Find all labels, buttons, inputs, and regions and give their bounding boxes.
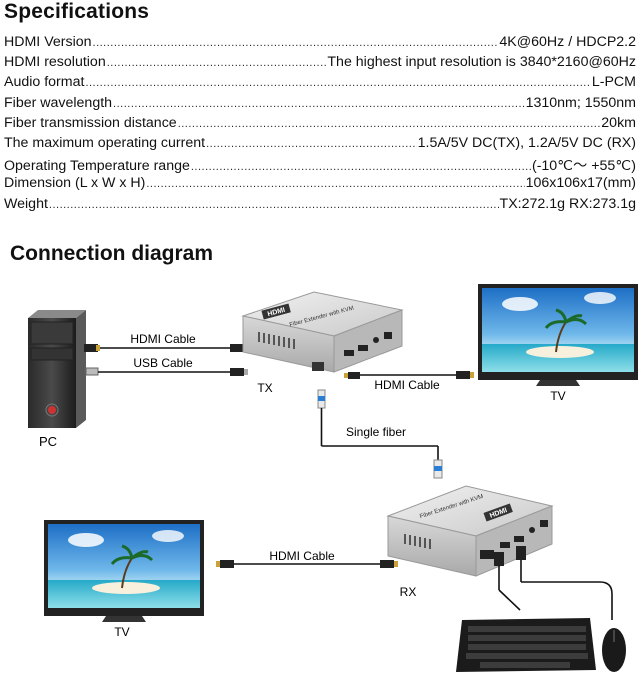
spec-leader-dots [146, 178, 524, 190]
tx-label: TX [257, 381, 272, 395]
spec-leader-dots [113, 98, 525, 110]
spec-label: Fiber wavelength [4, 94, 113, 111]
spec-label: HDMI resolution [4, 54, 106, 71]
spec-leader-dots [206, 138, 417, 150]
spec-row: HDMI Version 4K@60Hz / HDCP2.2 [4, 34, 636, 54]
tv-top-image [478, 284, 638, 386]
hdmi-cable-tx-label: HDMI Cable [374, 378, 440, 392]
tx-extender-image: HDMI Fiber Extender with KVM [241, 291, 404, 373]
tv-bottom-image [44, 520, 204, 622]
spec-label: Operating Temperature range [4, 158, 190, 175]
single-fiber-cable [317, 389, 443, 479]
spec-value: 4K@60Hz / HDCP2.2 [499, 34, 636, 50]
spec-row: HDMI resolution The highest input resolu… [4, 54, 636, 74]
rx-label: RX [400, 585, 417, 599]
rx-extender-image: HDMI Fiber Extender with KVM [386, 485, 554, 577]
spec-row: Operating Temperature range (-10℃～ +55℃) [4, 155, 636, 175]
spec-leader-dots [85, 77, 590, 89]
specifications-title: Specifications [4, 0, 150, 23]
spec-value: The highest input resolution is 3840*216… [327, 54, 636, 71]
single-fiber-label: Single fiber [346, 425, 406, 439]
tv-bottom-label: TV [114, 625, 129, 639]
spec-label: Audio format [4, 74, 85, 91]
spec-row: The maximum operating current 1.5A/5V DC… [4, 135, 636, 155]
spec-leader-dots [93, 37, 499, 49]
hdmi-cable-rx-to-tv [216, 560, 398, 568]
connection-diagram-title: Connection diagram [10, 242, 214, 265]
spec-value: 106x106x17(mm) [525, 175, 636, 192]
spec-label: Dimension (L x W x H) [4, 175, 146, 192]
spec-value: L-PCM [591, 74, 636, 91]
spec-value: 20km [601, 114, 636, 131]
tv-top-label: TV [550, 389, 565, 403]
spec-label: The maximum operating current [4, 134, 206, 151]
spec-label: Weight [4, 195, 48, 212]
specifications-table: HDMI Version 4K@60Hz / HDCP2.2 HDMI reso… [4, 34, 636, 216]
spec-value: 1310nm; 1550nm [525, 94, 636, 111]
keyboard-image [456, 618, 596, 672]
spec-label: HDMI Version [4, 34, 92, 50]
hdmi-cable-pc-label: HDMI Cable [130, 332, 196, 346]
hdmi-cable-tx-to-tv [344, 371, 474, 379]
usb-cables-rx-to-peripherals [494, 546, 613, 620]
usb-cable-label: USB Cable [133, 356, 193, 370]
spec-leader-dots [191, 161, 531, 173]
spec-value: 1.5A/5V DC(TX), 1.2A/5V DC (RX) [417, 134, 636, 151]
pc-tower-image [28, 310, 86, 428]
spec-leader-dots [49, 199, 499, 211]
spec-row: Weight TX:272.1g RX:273.1g [4, 196, 636, 216]
spec-row: Fiber wavelength 1310nm; 1550nm [4, 95, 636, 115]
usb-cable-pc-to-tx [85, 367, 248, 376]
spec-value: (-10℃～ +55℃) [531, 158, 636, 175]
mouse-image [602, 628, 626, 672]
spec-leader-dots [178, 118, 601, 130]
spec-label: Fiber transmission distance [4, 114, 177, 131]
spec-row: Dimension (L x W x H) 106x106x17(mm) [4, 175, 636, 195]
spec-row: Fiber transmission distance 20km [4, 115, 636, 135]
connection-diagram: PC HDMI Cable USB Cable HDMI Fiber Exten… [28, 284, 638, 672]
spec-value: TX:272.1g RX:273.1g [499, 195, 636, 212]
spec-leader-dots [107, 57, 327, 69]
spec-row: Audio format L-PCM [4, 74, 636, 94]
hdmi-cable-rx-label: HDMI Cable [269, 549, 335, 563]
pc-label: PC [39, 434, 57, 449]
tx-hdmi-logo: HDMI [267, 307, 286, 318]
